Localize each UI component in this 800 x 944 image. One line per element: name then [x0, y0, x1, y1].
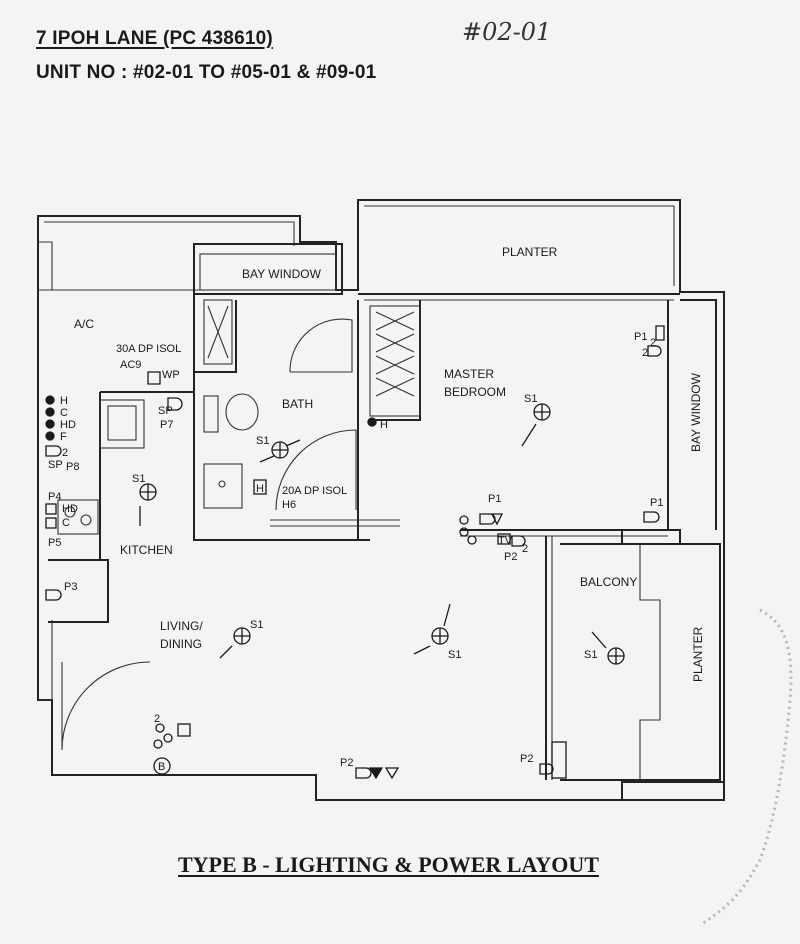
label-master-1: MASTER — [444, 367, 494, 381]
s1-label-bath: S1 — [256, 435, 269, 447]
light-hall — [413, 603, 451, 655]
label-balcony: BALCONY — [580, 575, 637, 589]
light-kitchen — [139, 483, 157, 526]
light-balcony — [591, 631, 625, 665]
heater-box-label: H — [256, 483, 264, 495]
bay-window-top — [193, 243, 343, 295]
s1-label-kitchen: S1 — [132, 473, 145, 485]
bath-fixtures — [203, 299, 259, 509]
interior-walls — [48, 293, 725, 801]
label-bath: BATH — [282, 397, 313, 411]
label-planter-right: PLANTER — [691, 626, 705, 682]
light-symbols — [139, 403, 625, 665]
kitchen-hd-label: HD — [60, 419, 76, 431]
wardrobe — [369, 305, 421, 417]
sp-label-p7: SP — [158, 405, 173, 417]
light-master — [521, 403, 551, 447]
p1-label-bay: P1 — [650, 497, 663, 509]
sp-label-p8: SP — [48, 459, 63, 471]
p7-label: P7 — [160, 419, 173, 431]
light-bath — [259, 439, 301, 463]
p2-label-living: P2 — [340, 757, 353, 769]
circuit-2-master: 2 — [642, 347, 648, 359]
label-ac: A/C — [74, 317, 94, 331]
bath-heater-label: H — [380, 419, 388, 431]
outer-walls — [37, 199, 725, 801]
light-living — [219, 627, 251, 659]
label-bay-window-right: BAY WINDOW — [689, 372, 703, 452]
ac-isolator-label: 30A DP ISOL — [116, 343, 181, 355]
weatherproof-label: WP — [162, 369, 180, 381]
s1-label-master: S1 — [524, 393, 537, 405]
circuit-2-master-b: 2 — [650, 337, 656, 349]
p2-label-tv: P2 — [504, 551, 517, 563]
p3-label: P3 — [64, 581, 77, 593]
label-living-1: LIVING/ — [160, 619, 203, 633]
kitchen-hd2-label: HD — [62, 503, 78, 515]
water-heater-isolator-label: 20A DP ISOL — [282, 485, 347, 497]
circuit-2-entry: 2 — [154, 713, 160, 725]
unit-numbers-heading: UNIT NO : #02-01 TO #05-01 & #09-01 — [36, 62, 377, 83]
label-bay-window-top: BAY WINDOW — [242, 267, 322, 281]
power-symbols — [45, 325, 665, 780]
kitchen-h-label: H — [60, 395, 68, 407]
label-planter-top: PLANTER — [502, 245, 558, 259]
entry-mark-label: B — [158, 761, 165, 773]
handwritten-unit-note: #02-01 — [462, 18, 552, 46]
scan-smudge — [699, 608, 793, 927]
kitchen-fixtures — [57, 399, 145, 535]
address-heading: 7 IPOH LANE (PC 438610) — [36, 28, 273, 49]
circuit-2-kitchen: 2 — [62, 447, 68, 459]
kitchen-f-label: F — [60, 431, 67, 443]
p8-label: P8 — [66, 461, 79, 473]
ac-isolator-circuit: AC9 — [120, 359, 141, 371]
water-heater-isolator-circuit: H6 — [282, 499, 296, 511]
kitchen-c-label: C — [60, 407, 68, 419]
p2-label-balcony: P2 — [520, 753, 533, 765]
p4-label: P4 — [48, 491, 61, 503]
label-kitchen: KITCHEN — [120, 543, 173, 557]
p1-label-master: P1 — [634, 331, 647, 343]
tv-outlet-label: TV — [498, 535, 513, 547]
label-master-2: BEDROOM — [444, 385, 506, 399]
kitchen-c2-label: C — [62, 517, 70, 529]
label-living-2: DINING — [160, 637, 202, 651]
p5-label: P5 — [48, 537, 61, 549]
s1-label-living: S1 — [250, 619, 263, 631]
s1-label-hall: S1 — [448, 649, 461, 661]
layout-title: TYPE B - LIGHTING & POWER LAYOUT — [178, 852, 599, 877]
p1-label-bedroom-door: P1 — [488, 493, 501, 505]
s1-label-balcony: S1 — [584, 649, 597, 661]
doors — [61, 318, 357, 751]
circuit-2-tv: 2 — [522, 543, 528, 555]
